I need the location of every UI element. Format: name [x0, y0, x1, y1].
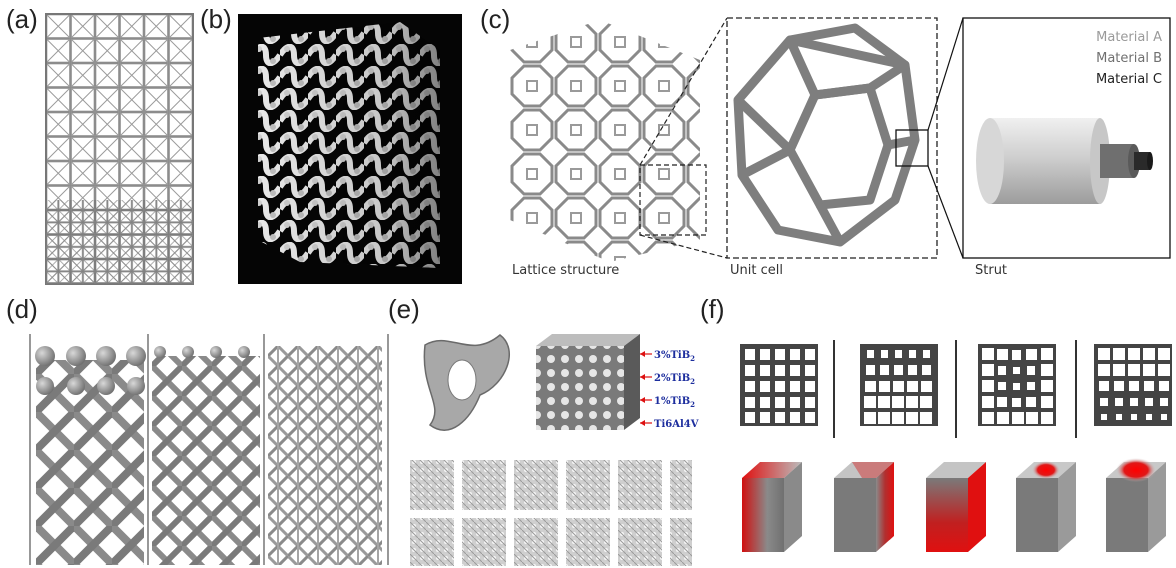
- material-b-label: Material B: [1096, 51, 1162, 66]
- annotation-ti6al4v: Ti6Al4V: [654, 419, 699, 430]
- panel-label-b: (b): [200, 4, 232, 34]
- annotation-3-tib2: 3%TiB2: [654, 350, 695, 363]
- panel-label-f: (f): [700, 294, 725, 324]
- panel-label-d: (d): [6, 294, 38, 324]
- annotation-1-tib2: 1%TiB2: [654, 396, 695, 409]
- panel-label-c: (c): [480, 4, 511, 34]
- caption-lattice-structure: Lattice structure: [512, 263, 620, 278]
- panel-label-a: (a): [6, 4, 38, 34]
- material-legend: Material A Material B Material C: [1040, 30, 1162, 96]
- caption-unit-cell: Unit cell: [730, 263, 783, 278]
- caption-strut: Strut: [975, 263, 1008, 278]
- material-a-label: Material A: [1096, 30, 1162, 45]
- annotation-2-tib2: 2%TiB2: [654, 373, 695, 386]
- panel-label-e: (e): [388, 294, 420, 324]
- material-c-label: Material C: [1095, 72, 1162, 87]
